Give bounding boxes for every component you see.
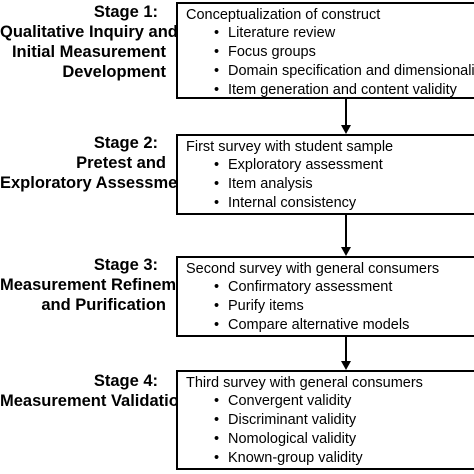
bullet-icon: • [214, 176, 220, 192]
arrowhead-icon [341, 361, 351, 370]
stage-4-box: Third survey with general consumers • Con… [176, 370, 474, 470]
stage-1-box: Conceptualization of construct • Literatu… [176, 2, 474, 99]
stage-4-number: Stage 4: [93, 372, 158, 390]
stage-4-item-list: • Convergent validity • Discriminant valid… [186, 392, 474, 468]
list-item-text: Item analysis [228, 176, 313, 192]
list-item-text: Item generation and content validity [228, 82, 457, 98]
list-item: • Confirmatory assessment [214, 278, 474, 297]
bullet-icon: • [214, 450, 220, 466]
bullet-icon: • [214, 44, 220, 60]
stage-1-title-line-2: Initial Measurement [11, 43, 166, 61]
stage-3-box-title: Second survey with general consumers [186, 261, 440, 277]
list-item-text: Discriminant validity [228, 412, 357, 428]
arrowhead-icon [341, 125, 351, 134]
bullet-icon: • [214, 279, 220, 295]
bullet-icon: • [214, 82, 220, 98]
list-item-text: Domain specification and dimensionality [228, 63, 474, 79]
list-item: • Purify items [214, 297, 474, 316]
stage-4-title-line-1: Measurement Validation [0, 392, 189, 410]
bullet-icon: • [214, 431, 220, 447]
list-item: • Discriminant validity [214, 411, 474, 430]
bullet-icon: • [214, 157, 220, 173]
stage-3-number: Stage 3: [93, 256, 158, 274]
stage-1-title-line-3: Development [62, 63, 166, 81]
stage-4-label: Stage 4: Measurement Validation [0, 371, 189, 411]
list-item: • Focus groups [214, 43, 474, 62]
bullet-icon: • [214, 195, 220, 211]
stage-2-number: Stage 2: [93, 134, 158, 152]
list-item: • Internal consistency [214, 194, 474, 213]
bullet-icon: • [214, 63, 220, 79]
stage-2-item-list: • Exploratory assessment • Item analysis •… [186, 156, 474, 213]
bullet-icon: • [214, 298, 220, 314]
stage-3-label: Stage 3: Measurement Refinement and Puri… [0, 255, 201, 315]
list-item-text: Nomological validity [228, 431, 357, 447]
list-item-text: Literature review [228, 25, 336, 41]
stage-2-box: First survey with student sample • Explor… [176, 134, 474, 215]
stage-2-title-line-2: Exploratory Assessment [0, 174, 193, 192]
stage-1-item-list: • Literature review • Focus groups • Domain… [186, 24, 474, 98]
list-item: • Compare alternative models [214, 316, 474, 335]
list-item: • Domain specification and dimensionality [214, 62, 474, 81]
stage-3-item-list: • Confirmatory assessment • Purify items •… [186, 278, 474, 335]
stage-1-title-line-1: Qualitative Inquiry and [0, 23, 178, 41]
list-item: • Exploratory assessment [214, 156, 474, 175]
list-item-text: Confirmatory assessment [228, 279, 393, 295]
bullet-icon: • [214, 25, 220, 41]
list-item-text: Internal consistency [228, 195, 357, 211]
list-item: • Nomological validity [214, 430, 474, 449]
stage-1-label: Stage 1: Qualitative Inquiry and Initial… [0, 2, 178, 82]
bullet-icon: • [214, 317, 220, 333]
list-item: • Convergent validity [214, 392, 474, 411]
stage-3-title-line-2: and Purification [41, 296, 166, 314]
stage-1-number: Stage 1: [93, 3, 158, 21]
list-item-text: Exploratory assessment [228, 157, 383, 173]
stage-1-box-title: Conceptualization of construct [186, 7, 381, 23]
stage-3-title-line-1: Measurement Refinement [0, 276, 201, 294]
arrow-stage-1-to-2 [341, 99, 351, 134]
list-item-text: Compare alternative models [228, 317, 410, 333]
bullet-icon: • [214, 393, 220, 409]
list-item-text: Purify items [228, 298, 304, 314]
stage-2-label: Stage 2: Pretest and Exploratory Assessm… [0, 133, 193, 193]
list-item-text: Convergent validity [228, 393, 352, 409]
bullet-icon: • [214, 412, 220, 428]
arrowhead-icon [341, 247, 351, 256]
stage-3-box: Second survey with general consumers • Co… [176, 256, 474, 337]
arrow-stage-3-to-4 [341, 337, 351, 370]
arrow-stage-2-to-3 [341, 215, 351, 256]
list-item-text: Focus groups [228, 44, 316, 60]
list-item: • Literature review [214, 24, 474, 43]
list-item: • Item generation and content validity [214, 81, 474, 98]
list-item-text: Known-group validity [228, 450, 363, 466]
stage-2-box-title: First survey with student sample [186, 139, 394, 155]
stage-2-title-line-1: Pretest and [76, 154, 166, 172]
list-item: • Known-group validity [214, 449, 474, 468]
stage-4-box-title: Third survey with general consumers [186, 375, 423, 391]
list-item: • Item analysis [214, 175, 474, 194]
